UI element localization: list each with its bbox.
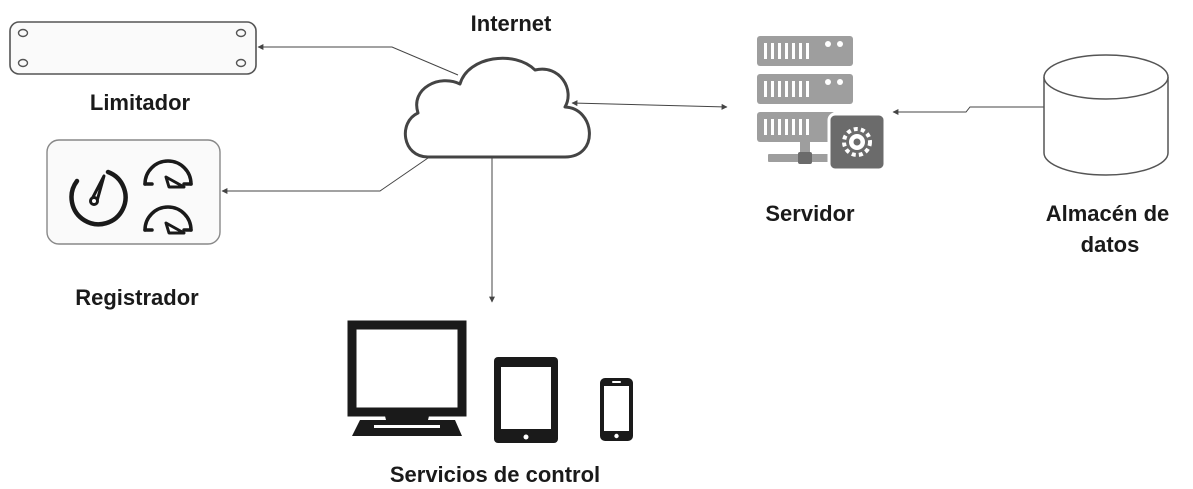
link-almacen	[892, 106, 1044, 115]
internet-label: Internet	[470, 11, 552, 36]
tablet-icon	[494, 357, 558, 443]
link-limitador	[257, 44, 459, 76]
registrador-gauge-meter-icon	[46, 139, 221, 245]
internet-cloud-icon	[403, 56, 591, 159]
registrador-label: Registrador	[75, 285, 199, 310]
almacen-label-line2: datos	[1080, 232, 1140, 257]
connection-lines	[221, 44, 1044, 303]
limitador-rack-panel-icon	[9, 21, 257, 75]
link-registrador	[221, 157, 429, 194]
almacen-database-icon	[1043, 54, 1169, 176]
link-servidor	[571, 100, 728, 110]
smartphone-icon	[600, 378, 633, 441]
servicios-label: Servicios de control	[389, 462, 601, 487]
desktop-monitor-icon	[347, 320, 467, 436]
servidor-label: Servidor	[765, 201, 855, 226]
servidor-server-gear-icon	[757, 36, 887, 172]
almacen-label-line1: Almacén de	[1045, 201, 1170, 226]
limitador-label: Limitador	[89, 90, 191, 115]
